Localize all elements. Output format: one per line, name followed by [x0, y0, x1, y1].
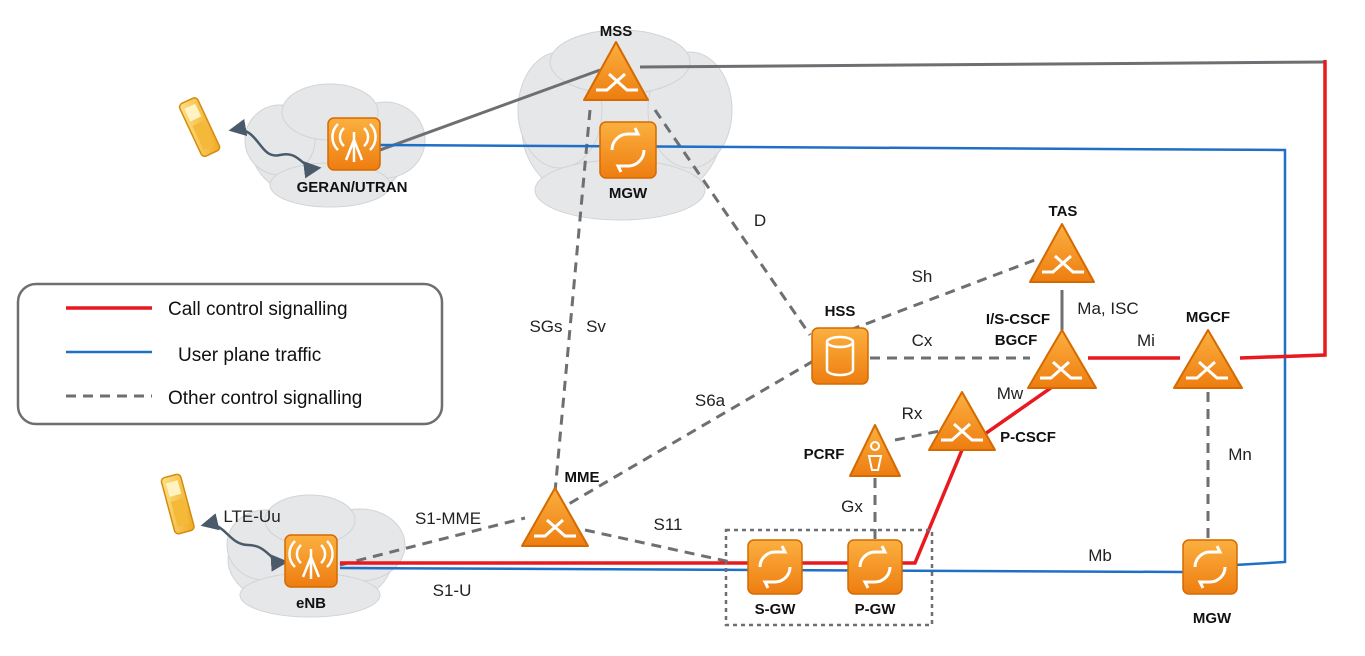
legend-other-control: Other control signalling [168, 388, 362, 409]
media-gateway-icon [858, 545, 892, 589]
label-pgw: P-GW [855, 601, 897, 618]
call-switch-icon [596, 72, 638, 92]
label-mme: MME [565, 469, 600, 486]
interface-sgs: SGs [529, 317, 562, 336]
link-d [653, 109, 812, 336]
interface-d: D [754, 211, 766, 230]
media-gateway-icon [758, 545, 792, 589]
legend-call-control: Call control signalling [168, 299, 348, 320]
radio-antenna-icon [331, 123, 377, 162]
interface-lte-uu: LTE-Uu [223, 507, 280, 526]
interface-ma-isc: Ma, ISC [1077, 299, 1138, 318]
media-gateway-icon [1193, 545, 1227, 589]
pcrf-node[interactable] [849, 424, 901, 477]
geran-node[interactable] [327, 117, 381, 171]
radio-antenna-icon [288, 540, 334, 579]
iscscf-node[interactable] [1027, 329, 1097, 389]
mgcf-node[interactable] [1173, 329, 1243, 389]
label-bgcf: BGCF [995, 332, 1038, 349]
label-pcrf: PCRF [804, 446, 845, 463]
call-switch-icon [1186, 360, 1228, 380]
call-switch-icon [941, 422, 983, 442]
label-tas: TAS [1049, 203, 1078, 220]
call-switch-icon [534, 518, 576, 538]
label-pcscf: P-CSCF [1000, 429, 1056, 446]
mss-trunk-links [379, 60, 1326, 152]
label-mss: MSS [600, 23, 633, 40]
interface-sh: Sh [912, 267, 933, 286]
interface-s1-u: S1-U [433, 581, 472, 600]
call-control-links [340, 60, 1327, 565]
mme-node[interactable] [521, 487, 589, 547]
interface-gx: Gx [841, 497, 863, 516]
enb-node[interactable] [284, 534, 338, 588]
policy-rules-icon [867, 441, 883, 471]
interface-cx: Cx [912, 331, 933, 350]
mss-node[interactable] [583, 41, 649, 101]
label-mgw-top: MGW [609, 185, 648, 202]
interface-s1-mme: S1-MME [415, 509, 481, 528]
sgw-node[interactable] [747, 539, 803, 595]
label-mgw-bottom: MGW [1193, 610, 1232, 627]
link-s1-mme [339, 516, 526, 567]
radio-link-enb [200, 513, 289, 572]
link-s11 [584, 528, 736, 565]
link-sgs-sv [553, 109, 592, 493]
link-s6a [554, 358, 816, 514]
radio-link-geran [228, 118, 322, 179]
mobile-phone-icon [178, 97, 221, 158]
epc-gateway-group [724, 528, 934, 627]
call-switch-icon [1040, 360, 1082, 380]
interface-mb: Mb [1088, 546, 1112, 565]
media-gateway-icon [610, 127, 646, 173]
label-sgw: S-GW [755, 601, 797, 618]
pgw-node[interactable] [847, 539, 903, 595]
interface-rx: Rx [902, 404, 923, 423]
legend: Call control signalling User plane traff… [16, 282, 444, 426]
call-switch-icon [1042, 254, 1084, 274]
interface-mw: Mw [997, 384, 1024, 403]
interface-s6a: S6a [695, 391, 726, 410]
interface-s11: S11 [654, 515, 683, 534]
interface-mi: Mi [1137, 331, 1155, 350]
cloud-core-cs [517, 29, 733, 221]
label-enb: eNB [296, 595, 326, 612]
legend-user-plane: User plane traffic [178, 345, 321, 366]
mgw-top-node[interactable] [599, 121, 657, 179]
mobile-phone-icon [160, 473, 195, 535]
label-mgcf: MGCF [1186, 309, 1230, 326]
other-control-links [339, 109, 1210, 567]
tas-node[interactable] [1029, 223, 1095, 283]
link-rx [894, 428, 946, 442]
database-icon [825, 335, 855, 377]
interface-mn: Mn [1228, 445, 1252, 464]
label-geran: GERAN/UTRAN [297, 179, 408, 196]
pcscf-node[interactable] [928, 391, 996, 451]
mgw-bottom-node[interactable] [1182, 539, 1238, 595]
label-iscscf: I/S-CSCF [986, 311, 1050, 328]
interface-sv: Sv [586, 317, 606, 336]
label-hss: HSS [825, 303, 856, 320]
hss-node[interactable] [811, 327, 869, 385]
